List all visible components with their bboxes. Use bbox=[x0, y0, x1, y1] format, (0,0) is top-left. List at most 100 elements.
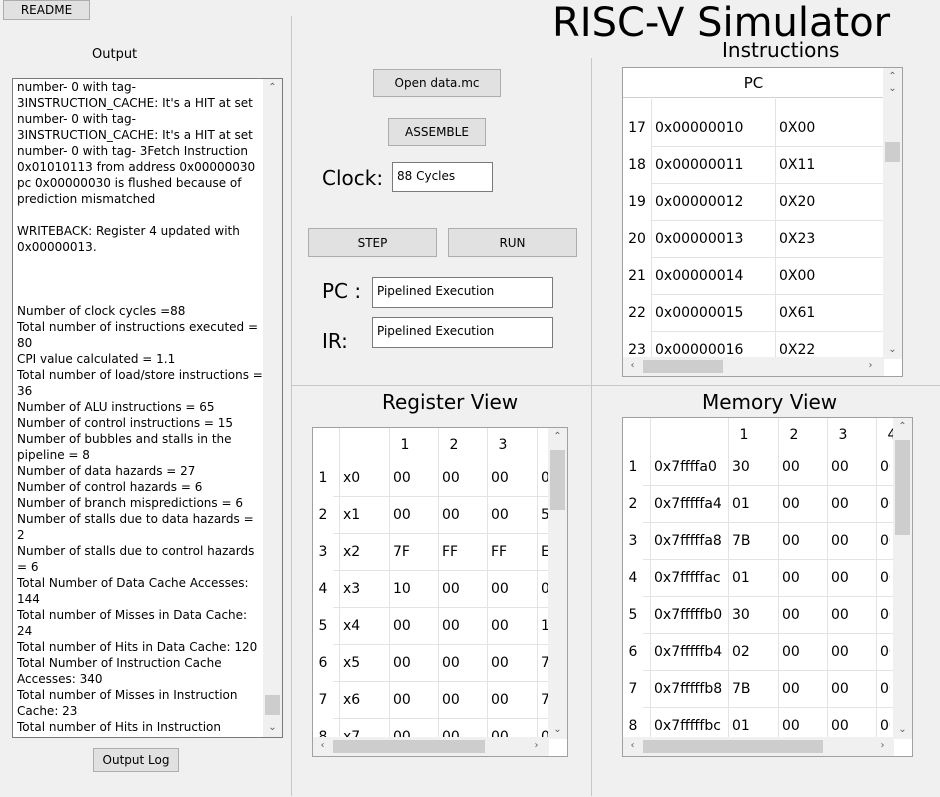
register-view-cell[interactable]: 00 bbox=[442, 692, 460, 708]
register-view-cell[interactable]: 7 bbox=[541, 645, 549, 682]
open-data-button[interactable]: Open data.mc bbox=[373, 69, 501, 97]
register-view-cell[interactable]: x2 bbox=[343, 544, 361, 560]
instruction-pc-cell[interactable]: 0x00000013 bbox=[655, 231, 744, 247]
register-view-cell[interactable]: 5 bbox=[541, 497, 549, 534]
register-view-cell[interactable]: 10 bbox=[393, 581, 411, 597]
instruction-pc-cell[interactable]: 0x00000016 bbox=[655, 342, 744, 358]
scroll-down-icon[interactable]: ⌄ bbox=[268, 722, 277, 733]
memory-view-cell[interactable]: 00 bbox=[880, 644, 890, 660]
output-log-button[interactable]: Output Log bbox=[93, 748, 179, 772]
memory-vscrollbar[interactable]: ⌃ ⌄ bbox=[893, 418, 912, 739]
register-view-cell[interactable]: 00 bbox=[393, 507, 411, 523]
scroll-right-icon[interactable]: › bbox=[534, 740, 539, 751]
register-view-cell[interactable]: 00 bbox=[491, 655, 509, 671]
register-view-cell[interactable]: 00 bbox=[393, 692, 411, 708]
scroll-down-icon[interactable]: ⌄ bbox=[553, 724, 562, 735]
register-view-cell[interactable]: 00 bbox=[491, 581, 509, 597]
memory-view-cell[interactable]: 00 bbox=[782, 718, 800, 734]
scroll-up-icon[interactable]: ⌃ bbox=[268, 82, 277, 93]
register-view-cell[interactable]: 00 bbox=[393, 655, 411, 671]
register-view-cell[interactable]: 1 bbox=[541, 608, 549, 645]
register-view-cell[interactable]: 00 bbox=[393, 618, 411, 634]
memory-view-cell[interactable]: 7B bbox=[732, 533, 751, 549]
register-view-cell[interactable]: 00 bbox=[442, 655, 460, 671]
register-view-cell[interactable]: 00 bbox=[393, 470, 411, 486]
readme-button[interactable]: README bbox=[3, 0, 90, 20]
memory-view-cell[interactable]: 00 bbox=[831, 718, 849, 734]
memory-view-cell[interactable]: 0x7fffffac bbox=[654, 570, 721, 586]
output-scrollbar[interactable]: ⌃ ⌄ bbox=[263, 79, 282, 737]
memory-view-cell[interactable]: 00 bbox=[880, 533, 890, 549]
instruction-pc-cell[interactable]: 0x00000010 bbox=[655, 120, 744, 136]
instruction-code-cell[interactable]: 0X00 bbox=[779, 268, 816, 284]
scroll-thumb[interactable] bbox=[265, 695, 280, 715]
register-view-cell[interactable]: x1 bbox=[343, 507, 361, 523]
instruction-code-cell[interactable]: 0X11 bbox=[779, 157, 816, 173]
register-hscrollbar[interactable]: ‹ › bbox=[313, 737, 549, 756]
scroll-down-icon[interactable]: ⌄ bbox=[898, 724, 907, 735]
memory-view-cell[interactable]: 00 bbox=[880, 718, 890, 734]
scroll-right-icon[interactable]: › bbox=[868, 360, 873, 371]
register-view-cell[interactable]: FF bbox=[491, 544, 508, 560]
scroll-up-icon[interactable]: ⌃ bbox=[898, 421, 907, 432]
register-view-cell[interactable]: 00 bbox=[491, 507, 509, 523]
register-view-cell[interactable]: 00 bbox=[442, 507, 460, 523]
memory-view-cell[interactable]: 7B bbox=[732, 681, 751, 697]
memory-view-cell[interactable]: 0x7fffffa4 bbox=[654, 496, 722, 512]
scroll-left-icon[interactable]: ‹ bbox=[320, 740, 325, 751]
memory-view-cell[interactable]: 00 bbox=[831, 681, 849, 697]
register-view-cell[interactable]: 00 bbox=[491, 470, 509, 486]
instruction-code-cell[interactable]: 0X23 bbox=[779, 231, 816, 247]
register-view-cell[interactable]: x4 bbox=[343, 618, 361, 634]
memory-view-cell[interactable]: 0x7ffffa0 bbox=[654, 459, 717, 475]
register-view-cell[interactable]: 0 bbox=[541, 571, 549, 608]
scroll-thumb[interactable] bbox=[333, 740, 485, 753]
ir-field[interactable]: Pipelined Execution bbox=[372, 317, 553, 348]
memory-view-cell[interactable]: 00 bbox=[782, 496, 800, 512]
instruction-code-cell[interactable]: 0X00 bbox=[779, 120, 816, 136]
memory-view-cell[interactable]: 30 bbox=[732, 459, 750, 475]
memory-view-cell[interactable]: 0x7fffffa8 bbox=[654, 533, 722, 549]
register-vscrollbar[interactable]: ⌃ ⌄ bbox=[548, 428, 567, 739]
scroll-right-icon[interactable]: › bbox=[880, 740, 885, 751]
memory-view-cell[interactable]: 00 bbox=[831, 459, 849, 475]
assemble-button[interactable]: ASSEMBLE bbox=[388, 118, 486, 146]
register-view-cell[interactable]: 00 bbox=[442, 618, 460, 634]
register-view-cell[interactable]: x0 bbox=[343, 470, 361, 486]
register-view-cell[interactable]: 00 bbox=[442, 470, 460, 486]
instruction-pc-cell[interactable]: 0x00000011 bbox=[655, 157, 744, 173]
memory-view-cell[interactable]: 00 bbox=[880, 459, 890, 475]
register-view-cell[interactable]: 00 bbox=[442, 581, 460, 597]
memory-table[interactable]: 123410x7ffffa03000000020x7fffffa40100000… bbox=[622, 417, 913, 757]
memory-view-cell[interactable]: 01 bbox=[732, 718, 750, 734]
scroll-thumb[interactable] bbox=[895, 440, 910, 535]
register-view-cell[interactable]: FF bbox=[442, 544, 459, 560]
memory-view-cell[interactable]: 00 bbox=[782, 681, 800, 697]
scroll-up-icon[interactable]: ⌃ bbox=[553, 431, 562, 442]
memory-view-cell[interactable]: 00 bbox=[782, 607, 800, 623]
run-button[interactable]: RUN bbox=[448, 228, 577, 257]
scroll-left-icon[interactable]: ‹ bbox=[630, 740, 635, 751]
instruction-pc-cell[interactable]: 0x00000014 bbox=[655, 268, 744, 284]
register-view-cell[interactable]: x5 bbox=[343, 655, 361, 671]
memory-view-cell[interactable]: 00 bbox=[880, 681, 890, 697]
memory-view-cell[interactable]: 00 bbox=[831, 533, 849, 549]
register-view-cell[interactable]: x3 bbox=[343, 581, 361, 597]
instructions-hscrollbar[interactable]: ‹ › bbox=[623, 357, 884, 376]
instruction-pc-cell[interactable]: 0x00000015 bbox=[655, 305, 744, 321]
memory-view-cell[interactable]: 0x7fffffb4 bbox=[654, 644, 723, 660]
register-view-cell[interactable]: 7 bbox=[541, 682, 549, 719]
scroll-down-icon[interactable]: ⌄ bbox=[888, 344, 897, 355]
scroll-left-icon[interactable]: ‹ bbox=[630, 360, 635, 371]
scroll-up-icon[interactable]: ⌃ bbox=[888, 71, 897, 82]
register-view-cell[interactable]: 00 bbox=[491, 618, 509, 634]
memory-view-cell[interactable]: 00 bbox=[782, 459, 800, 475]
instruction-code-cell[interactable]: 0X20 bbox=[779, 194, 816, 210]
pc-field[interactable]: Pipelined Execution bbox=[372, 277, 553, 308]
instruction-code-cell[interactable]: 0X61 bbox=[779, 305, 816, 321]
memory-view-cell[interactable]: 01 bbox=[732, 570, 750, 586]
memory-view-cell[interactable]: 00 bbox=[831, 644, 849, 660]
memory-view-cell[interactable]: 0x7fffffb0 bbox=[654, 607, 723, 623]
step-button[interactable]: STEP bbox=[308, 228, 437, 257]
